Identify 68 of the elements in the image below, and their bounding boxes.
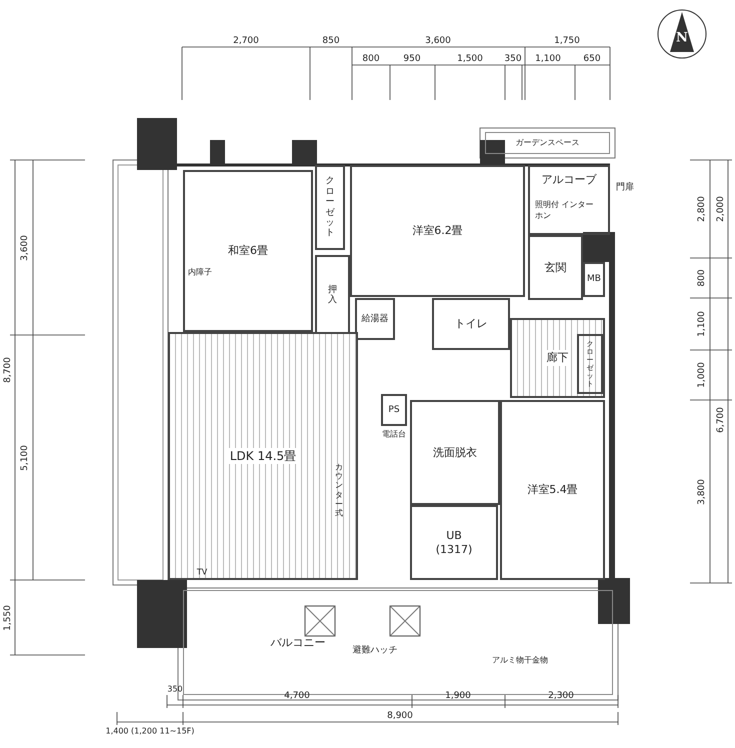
dimension-label: 2,000 [716,196,726,222]
dimension-label: 950 [403,54,421,64]
room-outline [410,400,500,505]
room-name: 洗面脱衣 [433,446,477,460]
dimension-label: 650 [583,54,601,64]
dimension-label: 350 [504,54,522,64]
room-name: 和室6畳 [228,244,268,258]
vertical-room-name: クローゼット [325,176,335,239]
dimension-label: 8,900 [387,711,413,721]
room-outline [350,165,525,297]
room-name: 玄関 [544,260,566,274]
room-name: ガーデンスペース [516,138,580,148]
note-label: 電話台 [382,428,406,440]
vertical-room-name: 押入 [328,284,338,306]
dimension-label: 2,700 [233,36,259,46]
room-name: アルコーブ [542,173,596,186]
room-outline [577,334,603,394]
note-label: 内障子 [188,266,212,278]
dimension-label: 3,800 [697,479,707,505]
room-outline [315,165,345,250]
symbol-label: TV [196,568,208,576]
note-label: 避難ハッチ [352,644,398,656]
room-outline [355,298,395,340]
dimension-label: 2,800 [697,196,707,222]
north-label: N [676,30,688,46]
room-outline [485,132,610,154]
room-outline [432,298,510,350]
room-name: UB (1317) [434,529,474,556]
room-name: MB [587,274,601,285]
dimension-label: 4,700 [284,691,310,701]
room-outline [528,235,583,300]
room-name: 洋室5.4畳 [527,483,578,497]
dimension-label: 1,000 [697,362,707,388]
room-name: LDK 14.5畳 [228,448,298,464]
room-outline [168,332,358,580]
room-name: 洋室6.2畳 [412,224,463,238]
note-label: 照明付 インターホン [535,199,595,221]
dimension-label: 800 [362,54,380,64]
dimension-label: 8,700 [3,357,13,383]
dimension-label: 2,300 [548,691,574,701]
room-name: PS [388,404,400,416]
note-label: カウンター式 [335,462,344,518]
note-label: 門扉 [616,181,634,194]
dimension-label: 1,550 [3,605,13,631]
dimension-label: 3,600 [20,235,30,261]
dimension-label: 1,500 [457,54,483,64]
dimension-label: 5,100 [20,445,30,471]
room-name: 給湯器 [362,314,388,324]
room-outline [500,400,605,580]
room-name: トイレ [454,317,488,331]
room-outline [381,394,407,426]
room-name: 廊下 [544,350,570,366]
room-outline [510,318,605,398]
dimension-label: 1,900 [445,691,471,701]
dimension-label: 6,700 [716,407,726,433]
room-outline [583,262,605,297]
dimension-label: 1,400 (1,200 11~15F) [106,726,194,736]
dimension-label: 3,600 [425,36,451,46]
dimension-label: 1,750 [554,36,580,46]
note-label: アルミ物干金物 [492,654,548,666]
room-name: バルコニー [270,636,326,650]
dimension-label: 1,100 [697,311,707,337]
dimension-label: 1,100 [535,54,561,64]
dimension-label: 800 [697,269,707,287]
room-outline [528,165,610,235]
dimension-label: 850 [322,36,340,46]
room-outline [183,170,313,332]
room-outline [410,505,498,580]
